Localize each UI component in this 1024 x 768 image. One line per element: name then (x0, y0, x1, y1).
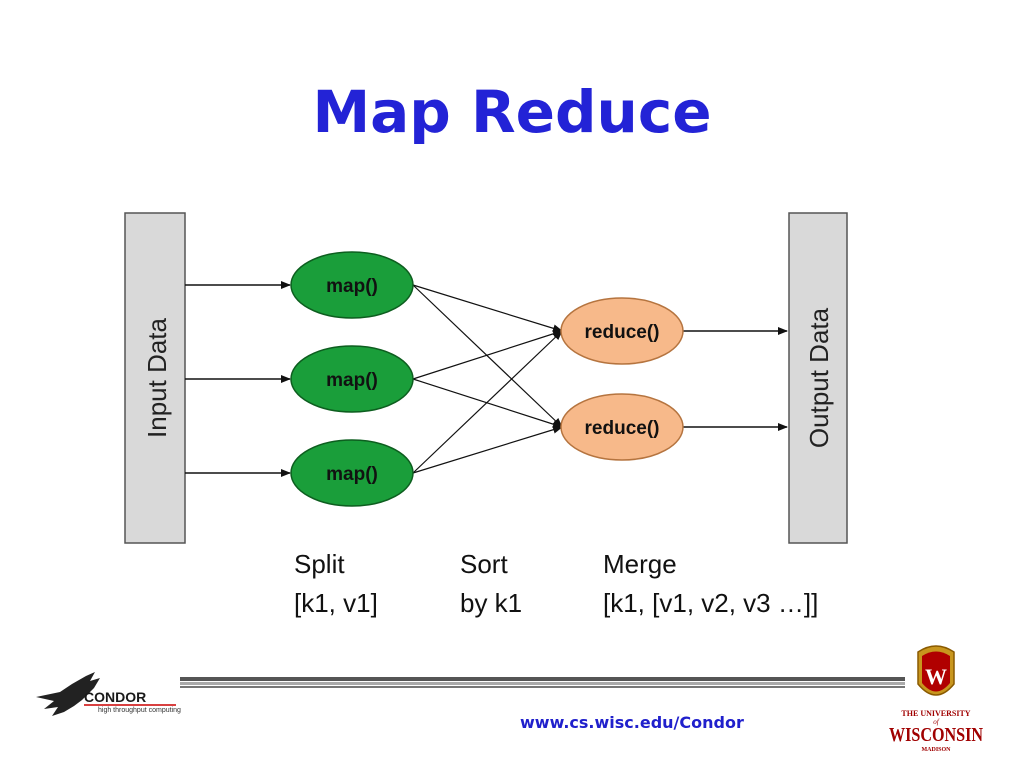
uw-logo-line2: of (933, 718, 940, 726)
map-to-reduce-arrow (412, 329, 563, 380)
map-node-label: map() (326, 276, 378, 297)
condor-bird-icon (36, 672, 100, 716)
condor-logo-word: CONDOR (84, 689, 146, 705)
output-data-bar: Output Data (788, 212, 848, 544)
stage-split-detail: [k1, v1] (294, 588, 378, 618)
stage-sort-name: Sort (460, 549, 508, 579)
uw-logo-line4: MADISON (921, 747, 951, 753)
input-data-bar: Input Data (124, 212, 186, 544)
uw-logo-line1: THE UNIVERSITY (901, 709, 970, 718)
condor-website-link[interactable]: www.cs.wisc.edu/Condor (520, 713, 744, 732)
map-to-reduce-arrow (412, 425, 563, 474)
stage-merge-name: Merge (603, 549, 677, 579)
reduce-node-label: reduce() (585, 418, 660, 439)
stage-merge-detail: [k1, [v1, v2, v3 …]] (603, 588, 818, 618)
map-node-label: map() (326, 370, 378, 391)
map-to-reduce-arrow (412, 378, 563, 429)
map-node: map() (290, 345, 414, 413)
stage-sort-detail: by k1 (460, 588, 522, 618)
input-data-label: Input Data (142, 317, 172, 438)
page-title: Map Reduce (312, 78, 712, 146)
map-to-reduce-arrow (412, 284, 563, 428)
uw-madison-logo: W THE UNIVERSITY of WISCONSIN MADISON (889, 645, 983, 753)
footer-divider (180, 677, 905, 688)
condor-logo: CONDOR high throughput computing (36, 672, 181, 716)
reduce-node: reduce() (560, 297, 684, 365)
map-node-label: map() (326, 464, 378, 485)
map-to-reduce-arrow (412, 284, 563, 333)
uw-crest-letter: W (925, 664, 947, 689)
reduce-node-label: reduce() (585, 322, 660, 343)
output-data-label: Output Data (804, 307, 834, 448)
uw-logo-line3: WISCONSIN (889, 724, 983, 746)
map-node: map() (290, 439, 414, 507)
stage-split-name: Split (294, 549, 345, 579)
map-node: map() (290, 251, 414, 319)
condor-logo-tagline: high throughput computing (98, 707, 181, 714)
map-to-reduce-arrow (412, 330, 563, 474)
reduce-node: reduce() (560, 393, 684, 461)
